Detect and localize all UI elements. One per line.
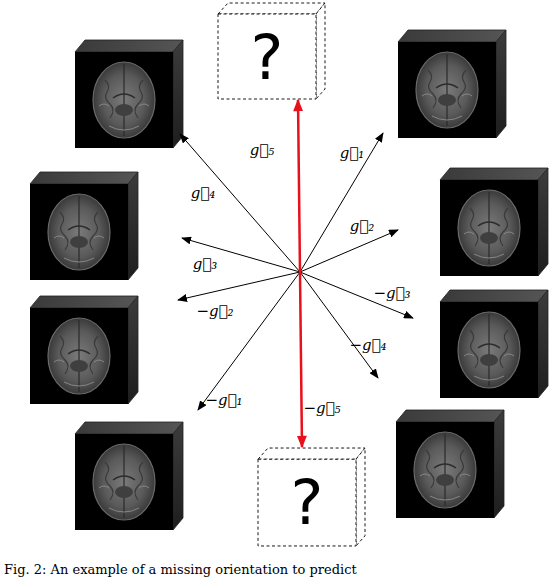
gradient-vector [198,272,300,410]
brain-volume [30,172,138,280]
brain-volume [440,168,548,276]
vector-label: −g⃗₁ [205,393,242,408]
vector-label: g⃗₃ [193,257,218,272]
vector-label: −g⃗₅ [303,401,340,416]
missing-volume: ? [258,447,366,547]
vector-label: −g⃗₃ [373,286,410,301]
brain-volume [398,30,506,138]
vector-label: −g⃗₄ [349,338,386,353]
vector-label: g⃗₅ [250,143,275,158]
vector-label: g⃗₂ [350,219,375,234]
brain-volume [75,422,183,530]
vector-label: −g⃗₂ [196,304,233,319]
question-mark: ? [218,14,316,102]
question-mark: ? [258,459,356,547]
gradient-vector [180,134,300,272]
gradient-vector [182,238,300,272]
gradient-vector [300,133,383,272]
brain-volume [440,290,548,398]
vector-label: g⃗₁ [340,146,365,161]
brain-volume [396,410,504,518]
gradient-vector [300,272,378,378]
gradient-vector [178,272,300,300]
missing-gradient-arrow [298,100,302,447]
brain-volume [30,296,138,404]
figure-caption: Fig. 2: An example of a missing orientat… [4,562,357,577]
missing-volume: ? [218,2,326,100]
vector-label: g⃗₄ [191,186,216,201]
gradient-vector [300,230,398,272]
brain-volume [75,40,183,148]
